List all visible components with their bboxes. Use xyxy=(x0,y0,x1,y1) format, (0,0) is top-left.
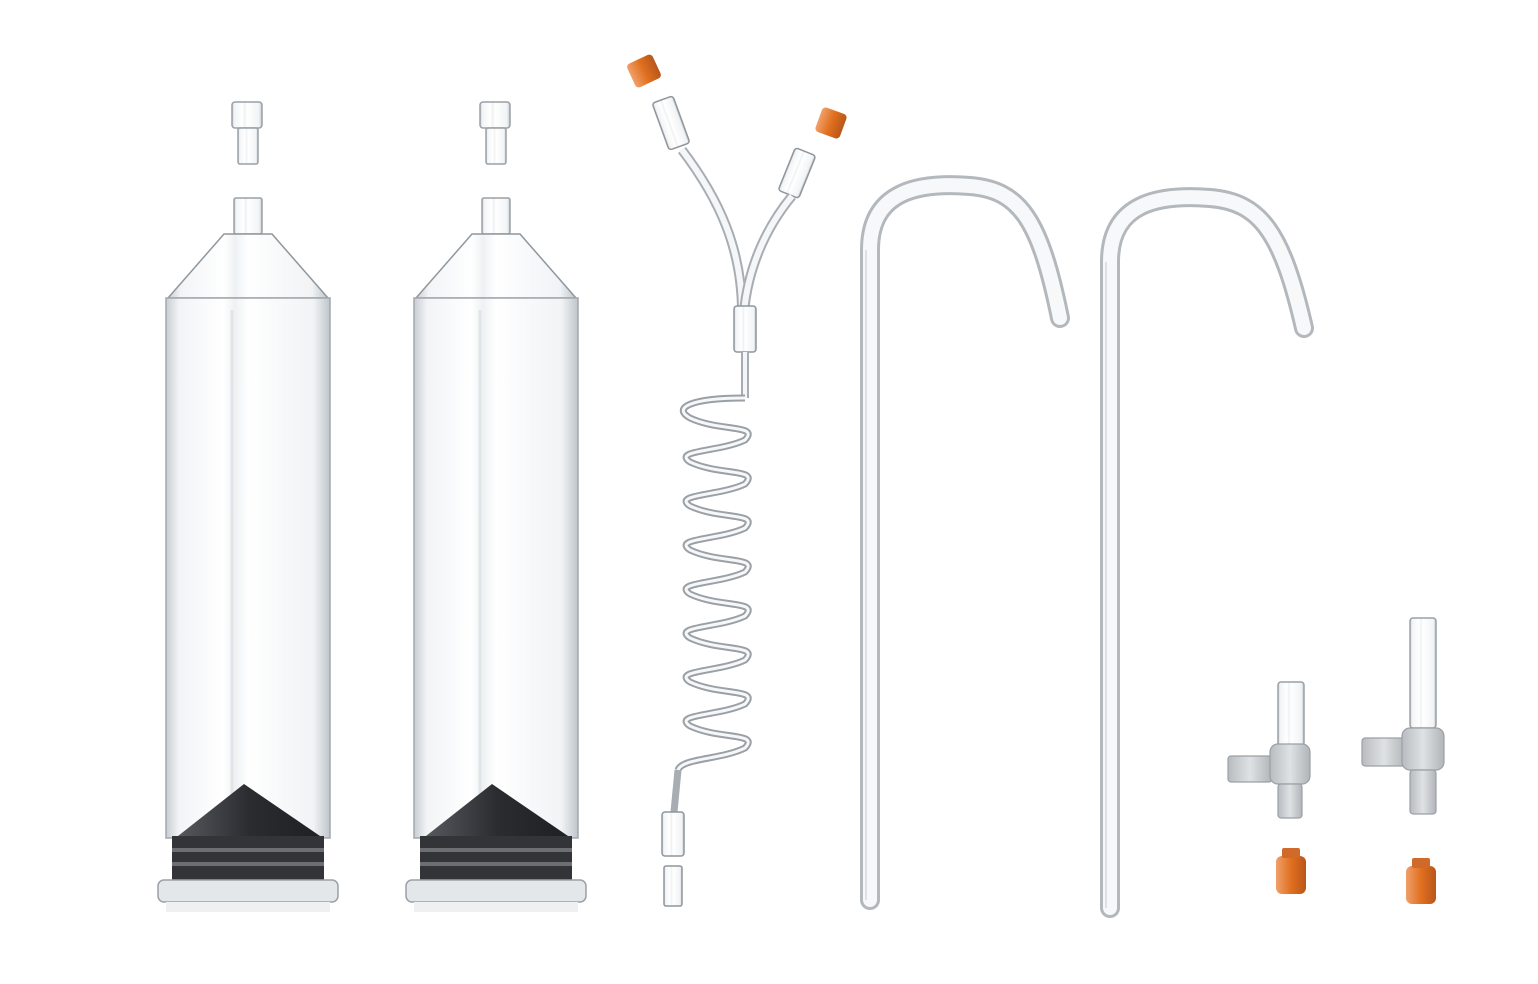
orange-luer-cap-icon xyxy=(815,107,847,139)
stopcock-valve-small xyxy=(1227,681,1311,819)
orange-luer-cap-icon xyxy=(627,54,661,88)
orange-luer-cap-icon xyxy=(1406,858,1436,904)
j-spike-tube-right xyxy=(1100,187,1314,918)
j-spike-tube-left xyxy=(860,175,1070,910)
y-connector-coiled-tubing xyxy=(627,54,847,907)
orange-luer-cap-icon xyxy=(1276,848,1306,894)
stopcock-valve-large xyxy=(1361,617,1445,815)
syringe-right xyxy=(405,101,587,912)
syringe-left xyxy=(157,101,339,912)
luer-cap-icon xyxy=(479,101,511,165)
luer-cap-icon xyxy=(231,101,263,165)
